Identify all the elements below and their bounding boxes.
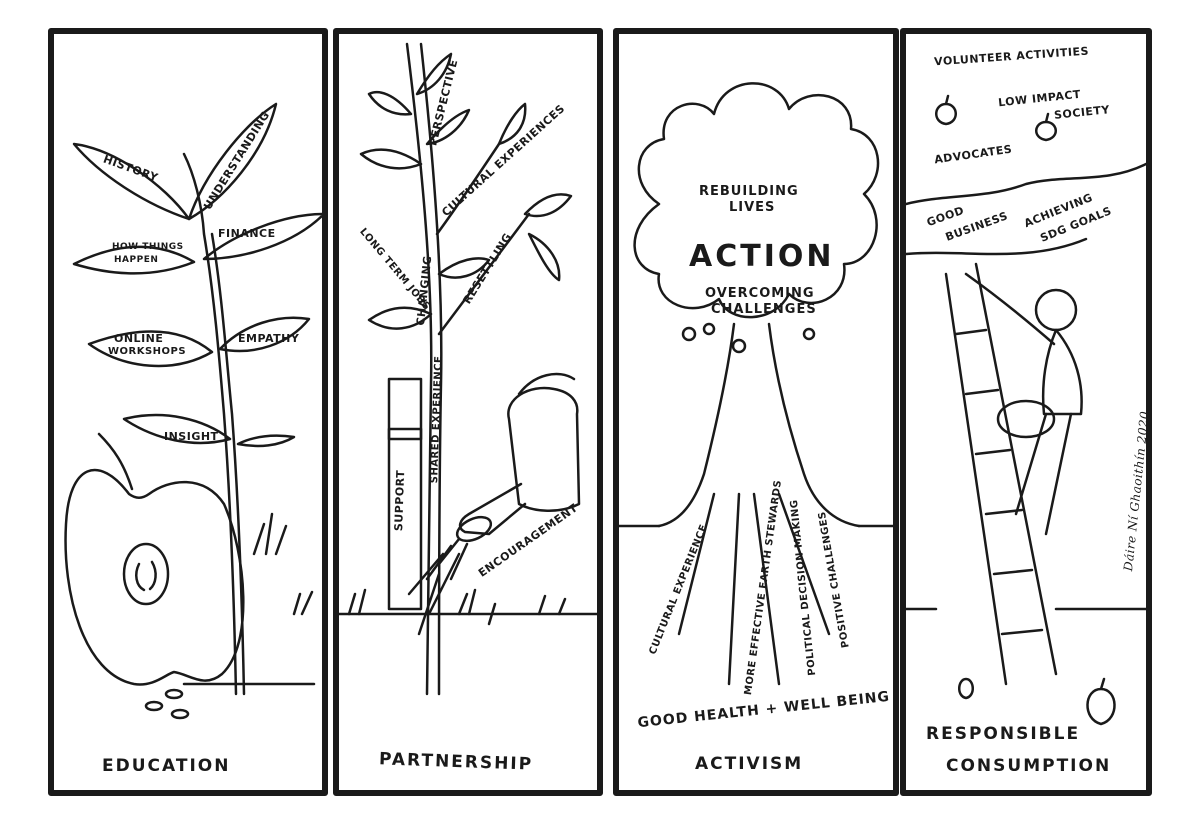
label-support: SUPPORT [392, 469, 408, 532]
panel-caption-consumption: CONSUMPTION [946, 756, 1112, 776]
plant-illustration [64, 102, 322, 720]
leaf-label-workshops: WORKSHOPS [108, 346, 187, 357]
panel-partnership: PERSPECTIVE CULTURAL EXPERIENCES LONG TE… [333, 28, 603, 796]
canopy-label-rebuilding: REBUILDING [699, 184, 799, 199]
panel-responsible-consumption: VOLUNTEER ACTIVITIES LOW IMPACT SOCIETY … [900, 28, 1152, 796]
leaf-label-insight: INSIGHT [164, 430, 219, 443]
leaf-label-finance: FINANCE [218, 227, 276, 240]
panel-education: HISTORY UNDERSTANDING HOW THINGS HAPPEN … [48, 28, 328, 796]
panel-caption-education: EDUCATION [102, 756, 231, 776]
panel-caption-activism: ACTIVISM [695, 754, 804, 774]
sapling-watering-illustration [339, 42, 597, 696]
canopy-label-overcoming: OVERCOMING [705, 286, 815, 301]
leaf-label-online: ONLINE [114, 332, 164, 345]
leaf-label-happen: HAPPEN [114, 255, 159, 265]
leaf-label-how-things: HOW THINGS [112, 242, 184, 252]
panel-caption-responsible: RESPONSIBLE [926, 724, 1081, 744]
panel-activism: REBUILDING LIVES ACTION OVERCOMING CHALL… [613, 28, 899, 796]
canopy-label-challenges: CHALLENGES [711, 302, 817, 317]
canopy-label-action: ACTION [689, 239, 835, 274]
tree-illustration [619, 82, 893, 686]
leaf-label-empathy: EMPATHY [238, 332, 300, 345]
ladder-picker-illustration [906, 94, 1146, 726]
canopy-label-lives: LIVES [729, 200, 776, 215]
